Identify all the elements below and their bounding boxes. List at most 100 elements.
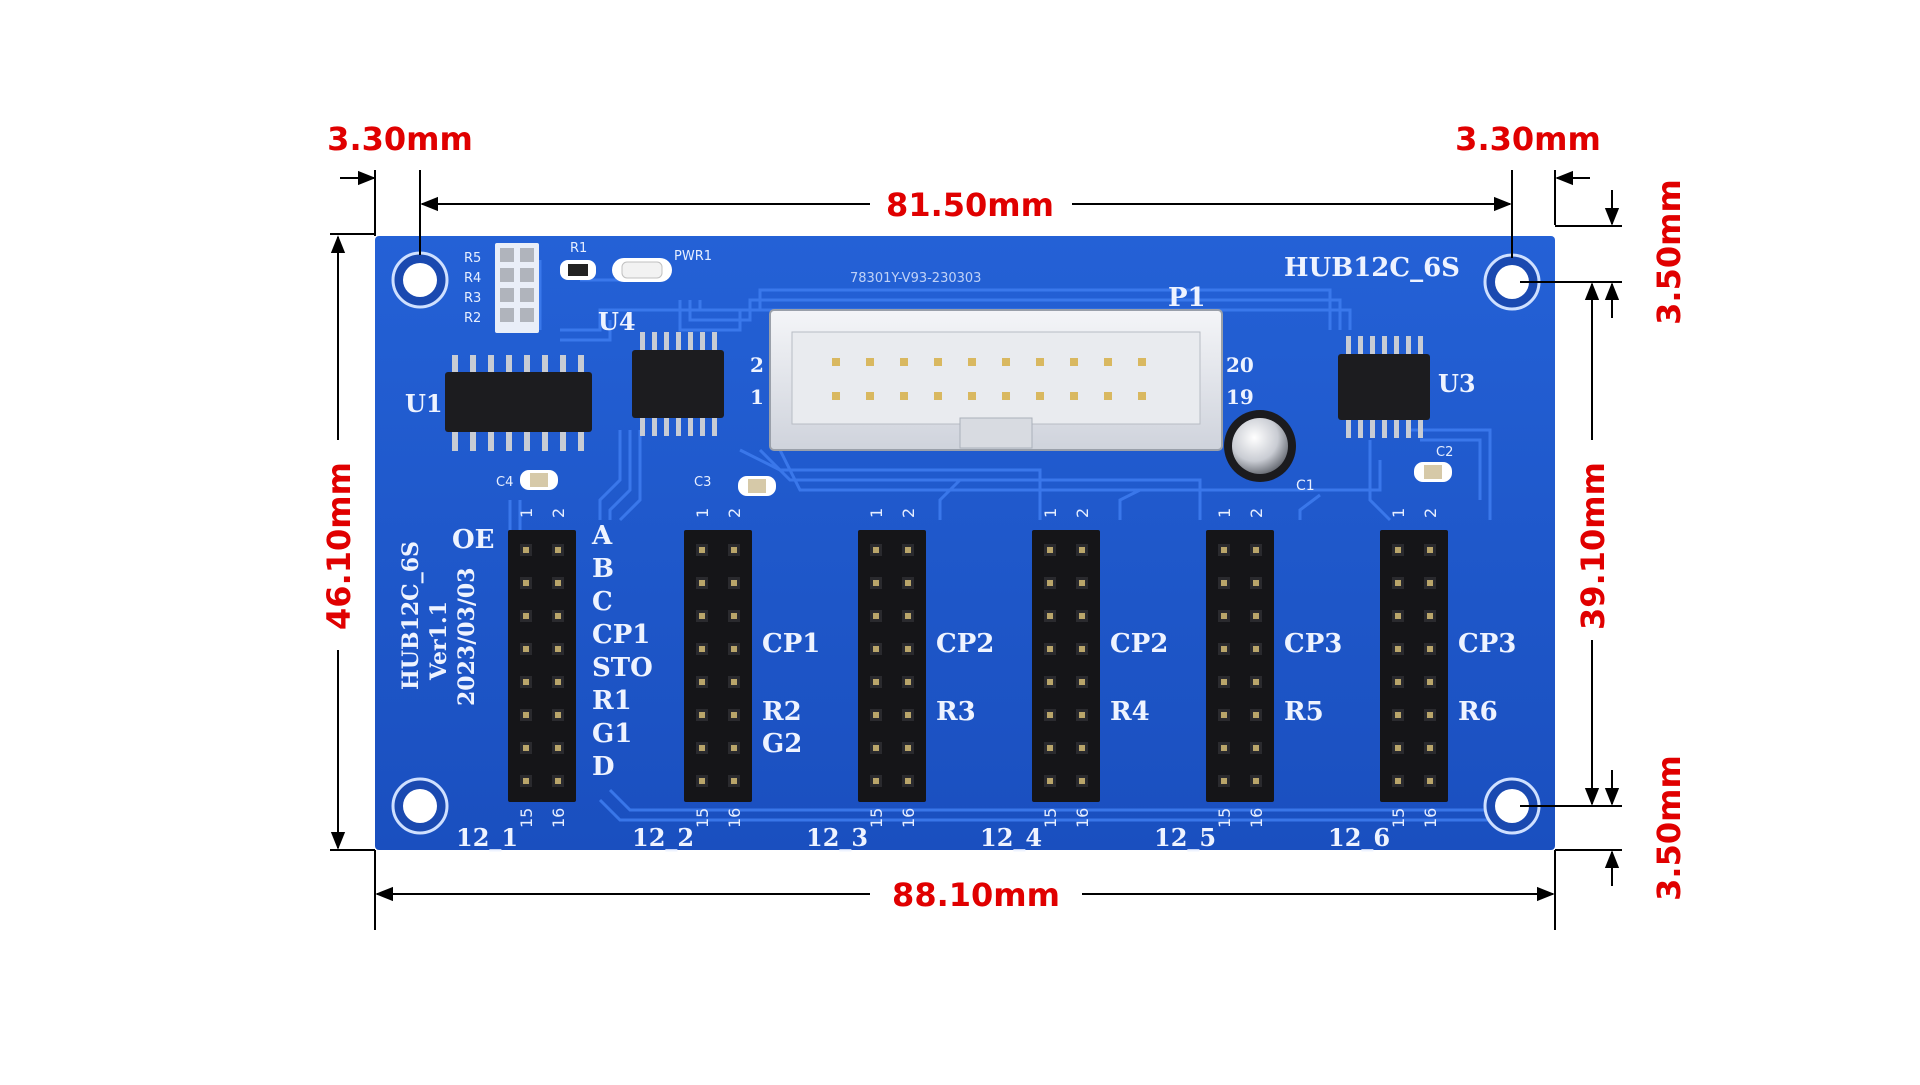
header-pin-number-bottom: 15 <box>1041 808 1060 828</box>
header-pin-number-bottom: 15 <box>693 808 712 828</box>
header-pin-number-bottom: 16 <box>549 808 568 828</box>
dim-board-height: 46.10mm <box>320 462 358 630</box>
label-p1: P1 <box>1168 283 1206 313</box>
header-signal-label: CP3 <box>1458 629 1516 659</box>
chip-u3 <box>1338 336 1430 438</box>
header-name: 12_5 <box>1154 823 1216 852</box>
capacitor-c1 <box>1224 410 1296 482</box>
label-u4: U4 <box>598 307 636 336</box>
label-u1: U1 <box>405 389 443 418</box>
led-pwr <box>612 258 672 282</box>
label-p1-pin1: 1 <box>750 385 764 409</box>
label-u3: U3 <box>1438 369 1476 398</box>
header-pin-number-top: 2 <box>1073 508 1092 518</box>
signal-label: OE <box>452 525 494 555</box>
label-r1: R1 <box>570 241 587 256</box>
header-pin-number-bottom: 16 <box>1421 808 1440 828</box>
header-pin-number-top: 2 <box>549 508 568 518</box>
dim-right-offset: 3.30mm <box>1455 120 1601 158</box>
signal-label: STO <box>592 653 653 683</box>
board-serial: 78301Y-V93-230303 <box>850 271 981 286</box>
header-pin-number-top: 1 <box>867 508 886 518</box>
header-pin-number-top: 2 <box>725 508 744 518</box>
mounting-hole-top-left <box>391 251 449 309</box>
header-signal-label: CP2 <box>936 629 994 659</box>
header-pin-number-bottom: 16 <box>725 808 744 828</box>
dim-top-offset: 3.50mm <box>1650 179 1688 325</box>
label-r3: R3 <box>464 291 481 306</box>
header-signal-label: R5 <box>1284 697 1324 727</box>
capacitor-c2 <box>1414 462 1452 482</box>
header-pin-number-top: 1 <box>693 508 712 518</box>
header-signal-label: CP1 <box>762 629 820 659</box>
signal-label: G1 <box>592 719 632 749</box>
label-p1-pin2: 2 <box>750 353 764 377</box>
dimension-annotations <box>330 170 1622 930</box>
header-name: 12_4 <box>980 823 1042 852</box>
label-c2: C2 <box>1436 445 1453 460</box>
header-pin-number-bottom: 16 <box>899 808 918 828</box>
header-pin-number-bottom: 15 <box>1389 808 1408 828</box>
header-name: 12_3 <box>806 823 868 852</box>
capacitor-c3 <box>738 476 776 496</box>
header-pin-number-top: 2 <box>1421 508 1440 518</box>
board-name: HUB12C_6S <box>1284 253 1460 283</box>
header-signal-label: CP3 <box>1284 629 1342 659</box>
dim-hole-spacing-height: 39.10mm <box>1574 462 1612 630</box>
label-pwr: PWR1 <box>674 249 712 264</box>
header-pin-number-top: 2 <box>1247 508 1266 518</box>
signal-label: A <box>591 521 613 551</box>
header-signal-label: R6 <box>1458 697 1498 727</box>
label-c3: C3 <box>694 475 711 490</box>
capacitor-c4 <box>520 470 558 490</box>
header-pin-number-bottom: 15 <box>517 808 536 828</box>
signal-label: CP1 <box>592 620 650 650</box>
signal-label: D <box>592 752 615 782</box>
label-c4: C4 <box>496 475 513 490</box>
chip-u4 <box>632 332 724 436</box>
header-signal-label: R4 <box>1110 697 1150 727</box>
board-side-name: HUB12C_6S <box>398 541 424 690</box>
resistor-array <box>495 243 539 333</box>
signal-label: R1 <box>592 686 632 716</box>
header-pin-number-top: 1 <box>517 508 536 518</box>
header-pin-number-bottom: 15 <box>1215 808 1234 828</box>
header-pin-number-top: 1 <box>1389 508 1408 518</box>
header-signal-label: CP2 <box>1110 629 1168 659</box>
board-version: Ver1.1 <box>426 601 452 681</box>
resistor-r1 <box>560 260 596 280</box>
header-signal-label: R3 <box>936 697 976 727</box>
label-r5: R5 <box>464 251 481 266</box>
idc-connector-p1[interactable] <box>769 309 1223 451</box>
label-p1-pin20: 20 <box>1226 353 1254 377</box>
mounting-hole-top-right <box>1483 253 1541 311</box>
header-name: 12_2 <box>632 823 694 852</box>
signal-label: C <box>592 587 613 617</box>
header-pin-number-top: 1 <box>1215 508 1234 518</box>
dim-left-offset: 3.30mm <box>327 120 473 158</box>
header-pin-number-top: 2 <box>899 508 918 518</box>
label-r2: R2 <box>464 311 481 326</box>
dim-board-width: 88.10mm <box>892 876 1060 914</box>
header-pin-number-bottom: 16 <box>1247 808 1266 828</box>
signal-label: B <box>592 554 614 584</box>
pin-header-1[interactable]: 1 2 15 16 12_1 <box>456 508 576 852</box>
header-name: 12_1 <box>456 823 518 852</box>
header-pin-number-bottom: 15 <box>867 808 886 828</box>
header-name: 12_6 <box>1328 823 1390 852</box>
header-signal-label: R2 <box>762 697 802 727</box>
mounting-hole-bottom-left <box>391 777 449 835</box>
dim-hole-spacing-width: 81.50mm <box>886 186 1054 224</box>
header-pin-number-top: 1 <box>1041 508 1060 518</box>
label-c1: C1 <box>1296 478 1315 494</box>
label-p1-pin19: 19 <box>1226 385 1254 409</box>
board-date: 2023/03/03 <box>454 567 480 706</box>
